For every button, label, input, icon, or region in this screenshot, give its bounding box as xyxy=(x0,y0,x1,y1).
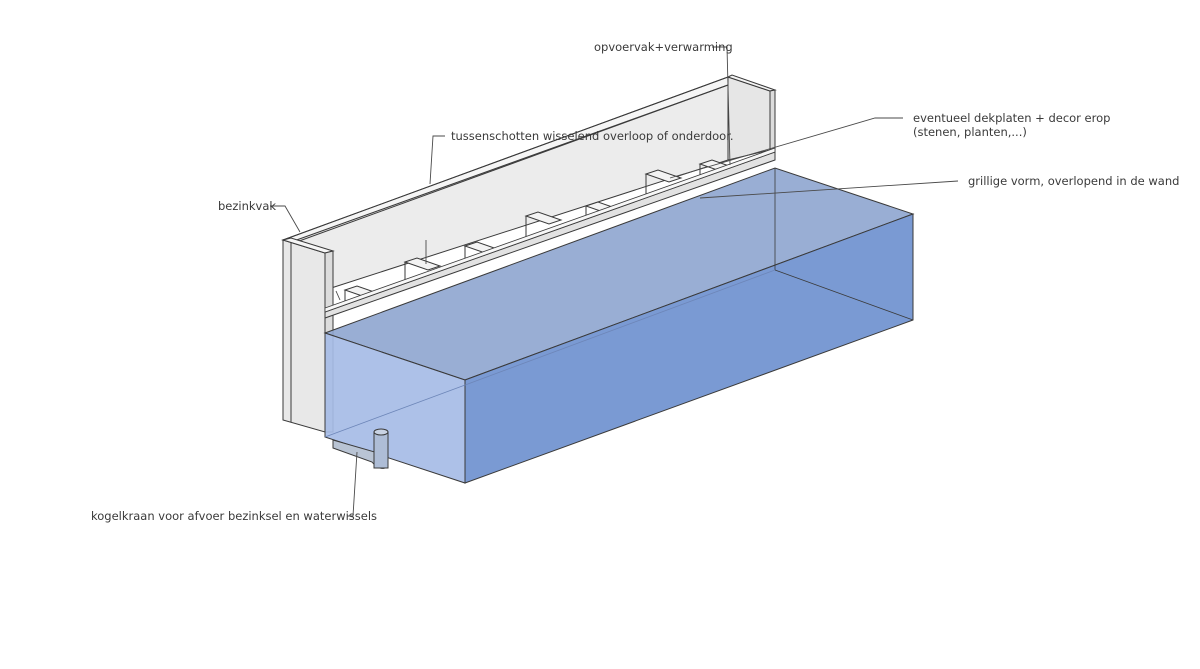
label-cover: eventueel dekplaten + decor erop (stenen… xyxy=(913,111,1111,139)
ball-valve xyxy=(332,428,389,469)
leader-lines xyxy=(270,46,959,517)
front-wall xyxy=(324,147,776,319)
pond-volume xyxy=(323,167,915,484)
right-end-wall xyxy=(726,74,777,161)
label-rugged: grillige vorm, overlopend in de wand xyxy=(968,174,1180,188)
label-baffles: tussenschotten wisselend overloop of ond… xyxy=(451,129,734,143)
label-valve: kogelkraan voor afvoer bezinksel en wate… xyxy=(91,509,378,523)
label-heater: opvoervak+verwarming xyxy=(594,40,733,54)
back-wall xyxy=(281,76,774,291)
label-settling: bezinkvak xyxy=(218,199,277,213)
